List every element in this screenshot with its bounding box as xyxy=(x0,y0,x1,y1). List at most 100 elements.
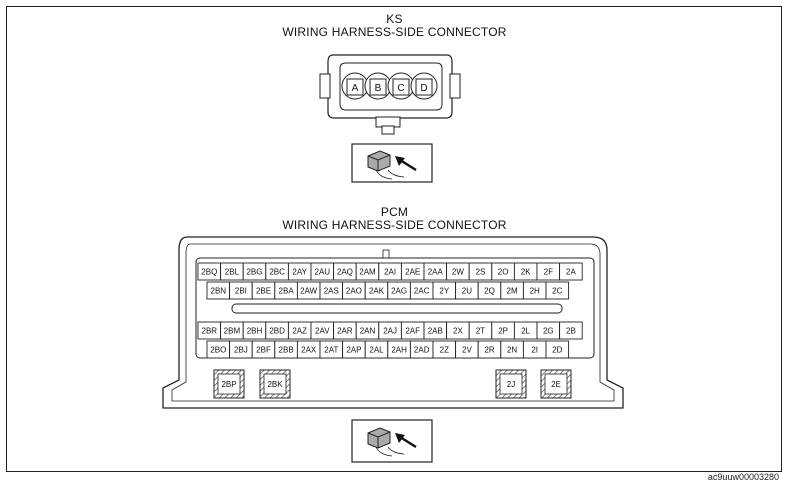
pcm-terminal: 2M xyxy=(500,281,524,300)
ks-connector: A B C D xyxy=(319,54,461,183)
pcm-terminal: 2Q xyxy=(477,281,502,300)
terminal-label: 2J xyxy=(507,380,515,389)
diagram-frame xyxy=(6,6,782,472)
pcm-terminal: 2X xyxy=(446,321,470,340)
pcm-terminal: 2W xyxy=(446,262,470,281)
terminal-label: 2S xyxy=(476,268,486,277)
terminal-label: 2AV xyxy=(315,327,330,336)
pcm-terminal: 2BC xyxy=(265,262,289,281)
terminal-label: 2BE xyxy=(256,287,271,296)
pcm-terminal: 2AI xyxy=(378,262,402,281)
terminal-label: 2M xyxy=(507,287,518,296)
terminal-label: 2BN xyxy=(211,287,227,296)
terminal-label: 2U xyxy=(462,287,472,296)
terminal-label: 2W xyxy=(452,268,464,277)
terminal-label: 2F xyxy=(544,268,553,277)
terminal-label: 2BF xyxy=(256,346,271,355)
ks-terminal: D xyxy=(410,72,438,100)
pcm-terminal: 2A xyxy=(559,262,583,281)
pcm-terminal: 2AK xyxy=(364,281,389,300)
pcm-terminal: 2AC xyxy=(409,281,434,300)
terminal-label: 2AK xyxy=(369,287,385,296)
terminal-label: 2BQ xyxy=(201,268,217,277)
terminal-label: 2BH xyxy=(247,327,263,336)
terminal-label: 2E xyxy=(551,380,561,389)
terminal-label: 2N xyxy=(507,346,517,355)
terminal-label: 2AS xyxy=(324,287,339,296)
pcm-terminal: 2AO xyxy=(342,281,366,300)
terminal-label: 2AY xyxy=(292,268,307,277)
pcm-terminal: 2BF xyxy=(251,340,276,359)
terminal-label: 2AD xyxy=(414,346,430,355)
terminal-label: 2AI xyxy=(384,268,396,277)
pcm-terminal: 2Z xyxy=(432,340,457,359)
terminal-label: 2D xyxy=(552,346,562,355)
terminal-label: 2I xyxy=(531,346,538,355)
terminal-label: 2AO xyxy=(346,287,362,296)
ks-terminal-label: C xyxy=(397,83,404,94)
pcm-title: PCM xyxy=(380,205,409,219)
pcm-terminal: 2O xyxy=(491,262,515,281)
pcm-terminal: 2K xyxy=(513,262,538,281)
terminal-label: 2BP xyxy=(221,380,236,389)
pcm-terminal: 2Y xyxy=(432,281,457,300)
terminal-label: 2BA xyxy=(279,287,295,296)
terminal-label: 2BK xyxy=(267,380,283,389)
pcm-terminal: 2AD xyxy=(409,340,434,359)
terminal-label: 2AH xyxy=(391,346,407,355)
terminal-label: 2AP xyxy=(346,346,361,355)
pcm-large-terminal: 2BP xyxy=(213,369,245,399)
connector-view-icon xyxy=(351,419,433,463)
terminal-label: 2AC xyxy=(414,287,430,296)
terminal-label: 2AU xyxy=(315,268,331,277)
pcm-terminal: 2P xyxy=(491,321,515,340)
terminal-label: 2AN xyxy=(360,327,376,336)
pcm-terminal: 2AR xyxy=(333,321,357,340)
pcm-terminal: 2L xyxy=(513,321,538,340)
ks-terminal: B xyxy=(364,72,392,100)
terminal-label: 2AJ xyxy=(383,327,397,336)
pcm-terminal: 2F xyxy=(536,262,561,281)
pcm-large-terminal: 2J xyxy=(495,369,527,399)
pcm-terminal: 2BB xyxy=(274,340,298,359)
ks-terminal-label: D xyxy=(420,83,427,94)
ks-terminal-label: B xyxy=(375,83,382,94)
terminal-label: 2Y xyxy=(439,287,449,296)
terminal-label: 2Z xyxy=(440,346,449,355)
pcm-terminal: 2BQ xyxy=(197,262,222,281)
terminal-label: 2AF xyxy=(405,327,420,336)
pcm-terminal: 2AU xyxy=(310,262,335,281)
terminal-label: 2X xyxy=(453,327,463,336)
terminal-label: 2AZ xyxy=(292,327,307,336)
pcm-terminal: 2AE xyxy=(400,262,425,281)
pcm-terminal: 2V xyxy=(455,340,479,359)
pcm-terminal: 2AB xyxy=(423,321,448,340)
terminal-label: 2BC xyxy=(269,268,285,277)
ks-terminal: A xyxy=(341,72,369,100)
pcm-large-terminal: 2E xyxy=(540,369,572,399)
terminal-label: 2R xyxy=(484,346,494,355)
terminal-label: 2AW xyxy=(300,287,317,296)
pcm-terminal: 2BE xyxy=(251,281,276,300)
pcm-terminal: 2U xyxy=(455,281,479,300)
terminal-label: 2BJ xyxy=(234,346,248,355)
pcm-terminal: 2BM xyxy=(220,321,244,340)
terminal-label: 2O xyxy=(498,268,509,277)
terminal-label: 2AM xyxy=(359,268,376,277)
ks-terminal: C xyxy=(387,72,415,100)
terminal-label: 2BB xyxy=(279,346,294,355)
pcm-terminal: 2S xyxy=(468,262,493,281)
ks-terminal-label: A xyxy=(352,83,359,94)
terminal-label: 2B xyxy=(566,327,576,336)
pcm-terminal: 2N xyxy=(500,340,524,359)
figure-code: ac9uuw00003280 xyxy=(707,472,779,482)
pcm-terminal: 2BL xyxy=(220,262,244,281)
pcm-terminal: 2BO xyxy=(206,340,231,359)
pcm-terminal: 2H xyxy=(522,281,547,300)
terminal-label: 2AX xyxy=(301,346,317,355)
pcm-terminal: 2BA xyxy=(274,281,298,300)
ks-subtitle: WIRING HARNESS-SIDE CONNECTOR xyxy=(282,25,507,39)
pcm-terminal: 2AN xyxy=(355,321,380,340)
terminal-label: 2BD xyxy=(269,327,285,336)
pcm-terminal: 2AQ xyxy=(333,262,357,281)
